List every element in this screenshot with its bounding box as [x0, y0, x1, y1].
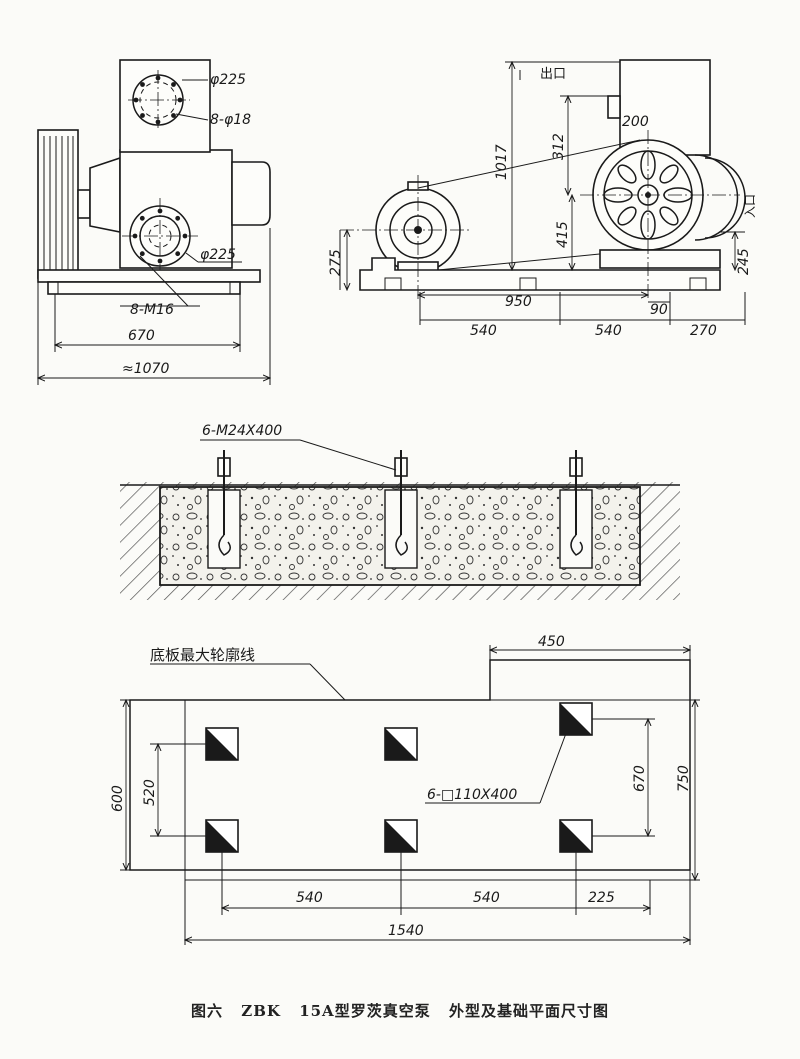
outlet-label: 出口	[540, 67, 566, 82]
hole-5	[384, 819, 418, 853]
dim-200: 200	[622, 114, 649, 130]
dim-245: 245	[736, 248, 752, 275]
caption-model: ZBK	[241, 1002, 281, 1020]
plan-dim-450: 450	[538, 634, 565, 650]
caption-title: 15A型罗茨真空泵	[299, 1002, 431, 1020]
bolts-bottom-label: 8-M16	[130, 302, 174, 318]
anchor-bolts-label: 6-M24X400	[202, 423, 282, 439]
dim-1070: ≈1070	[122, 361, 169, 377]
holes-label: 6-□110X400	[427, 787, 517, 803]
hole-2	[384, 727, 418, 761]
plan-dim-1540: 1540	[388, 923, 424, 939]
plan-dim-540a: 540	[296, 890, 323, 906]
anchor-pocket-1	[207, 450, 241, 569]
dim-670: 670	[128, 328, 155, 344]
foundation-section: 6-M24X400	[120, 423, 680, 600]
side-dim-270: 270	[690, 323, 717, 339]
hole-3	[559, 702, 593, 736]
plan-dim-670: 670	[632, 765, 648, 792]
anchor-pocket-2	[384, 450, 418, 569]
dim-275: 275	[328, 249, 344, 276]
front-view: φ225 8-φ18 φ225 8-M16 670 ≈1070	[37, 59, 270, 385]
caption-subtitle: 外型及基础平面尺寸图	[448, 1002, 609, 1020]
bolts-top-label: 8-φ18	[210, 112, 251, 128]
side-dim-540a: 540	[470, 323, 497, 339]
dim-950: 950	[505, 294, 532, 310]
inlet-label: 入口	[743, 194, 757, 218]
dim-415: 415	[555, 221, 571, 248]
side-base-plate	[359, 257, 721, 291]
front-base-plate	[47, 281, 241, 295]
foundation-plan: 底板最大轮廓线 6-□110X400	[110, 634, 700, 945]
dim-1017: 1017	[494, 144, 510, 180]
dim-312: 312	[551, 133, 567, 160]
plan-dim-520: 520	[142, 779, 158, 806]
caption-figure: 图六	[191, 1002, 224, 1020]
hole-4	[205, 819, 239, 853]
hole-6	[559, 819, 593, 853]
dim-90: 90	[650, 302, 668, 318]
outline-label: 底板最大轮廓线	[150, 646, 255, 664]
side-outlet-tower	[619, 59, 711, 156]
flange-bottom-label: φ225	[200, 247, 236, 263]
anchor-pocket-3	[559, 450, 593, 569]
pulley-wheel	[37, 129, 79, 279]
hole-1	[205, 727, 239, 761]
plan-dim-600: 600	[110, 785, 126, 812]
side-view: 出口 1017 312 200 415 入口 245 275 950 90	[328, 59, 757, 339]
figure-caption: 图六 ZBK 15A型罗茨真空泵 外型及基础平面尺寸图	[0, 1000, 800, 1021]
side-dim-540b: 540	[595, 323, 622, 339]
plan-dim-225: 225	[588, 890, 615, 906]
plan-dim-540b: 540	[473, 890, 500, 906]
plan-dim-750: 750	[676, 765, 692, 792]
flange-top-label: φ225	[210, 72, 246, 88]
